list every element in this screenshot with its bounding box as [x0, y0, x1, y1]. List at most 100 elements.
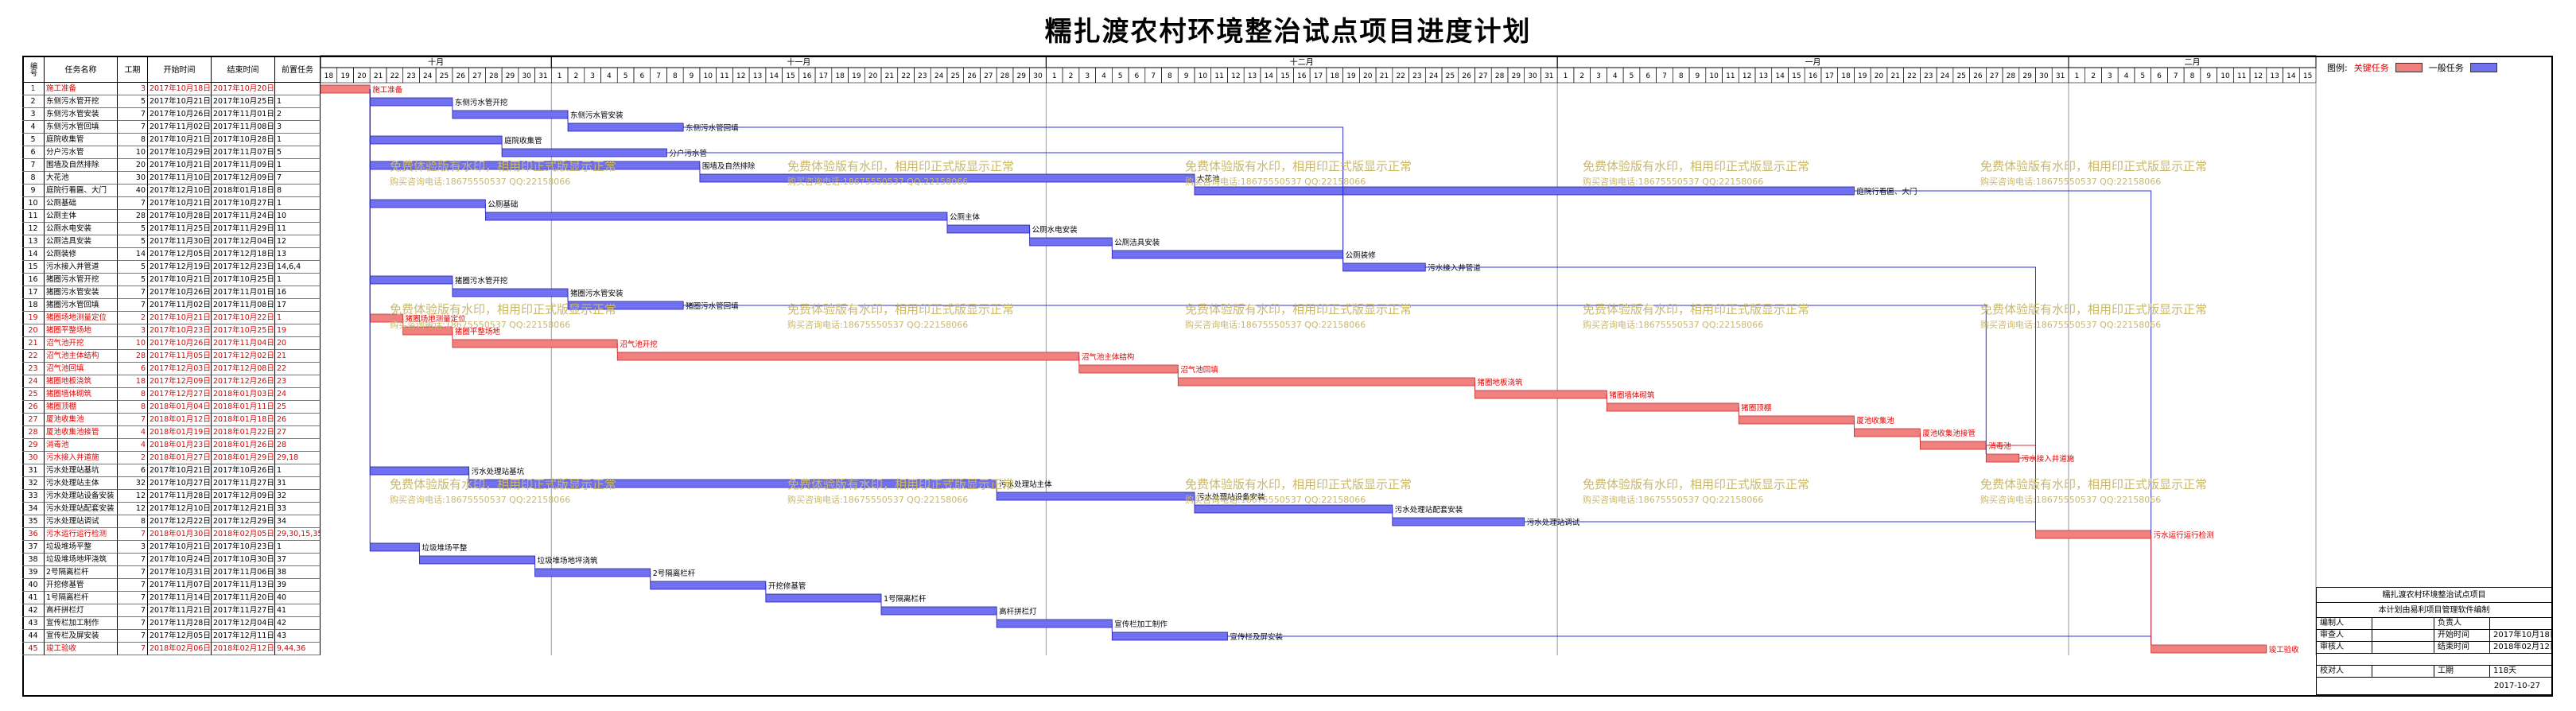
day-label: 30 — [2039, 72, 2049, 80]
task-duration-cell: 28 — [118, 350, 148, 363]
task-name-cell: 分户污水管 — [45, 146, 118, 159]
task-start-cell: 2017年11月28日 — [148, 617, 212, 630]
task-end-cell: 2017年12月08日 — [212, 363, 275, 375]
gantt-bar — [616, 352, 1080, 361]
task-pred-cell: 1 — [275, 197, 321, 210]
task-end-cell: 2018年01月11日 — [212, 401, 275, 414]
gantt-bar-label: 庭院行看匾、大门 — [1856, 187, 1917, 196]
day-label: 11 — [1214, 72, 1223, 80]
watermark-line: 免费体验版有水印，相用印正式版显示正常 — [1185, 302, 1412, 317]
task-pred-cell: 24 — [275, 388, 321, 401]
task-id-cell: 15 — [22, 261, 45, 274]
watermark-text: 免费体验版有水印，相用印正式版显示正常购买咨询电话:18675550537 QQ… — [1583, 477, 1809, 507]
watermark-text: 免费体验版有水印，相用印正式版显示正常购买咨询电话:18675550537 QQ… — [1980, 302, 2207, 332]
day-label: 16 — [802, 72, 812, 80]
task-start-cell: 2017年12月22日 — [148, 515, 212, 528]
day-label: 6 — [2157, 72, 2162, 80]
gantt-bar-label: 污水处理站主体 — [999, 480, 1052, 489]
day-label: 29 — [2022, 72, 2032, 80]
day-label: 4 — [1613, 72, 1618, 80]
task-name-cell: 污水接入井管道 — [45, 261, 118, 274]
task-pred-cell: 3 — [275, 121, 321, 134]
task-id-cell: 27 — [22, 414, 45, 426]
gantt-bar — [1606, 402, 1739, 412]
day-label: 26 — [457, 72, 466, 80]
day-label: 7 — [1662, 72, 1667, 80]
day-label: 18 — [324, 72, 334, 80]
info-cell-k1: 编制人 — [2317, 618, 2372, 630]
gantt-bar-label: 分户污水管 — [669, 149, 707, 158]
day-label: 8 — [2190, 72, 2195, 80]
day-label: 9 — [690, 72, 694, 80]
info-cell-v1 — [2372, 618, 2434, 630]
task-id-cell: 23 — [22, 363, 45, 375]
info-cell-k2: 工期 — [2434, 666, 2490, 678]
task-start-cell: 2017年10月21日 — [148, 197, 212, 210]
gantt-bar — [996, 491, 1195, 501]
task-end-cell: 2018年02月12日 — [212, 643, 275, 655]
task-duration-cell: 10 — [118, 337, 148, 350]
day-label: 3 — [1596, 72, 1601, 80]
task-id-cell: 44 — [22, 630, 45, 643]
page-title: 糯扎渡农村环境整治试点项目进度计划 — [1044, 16, 1532, 48]
task-duration-cell: 18 — [118, 375, 148, 388]
day-label: 20 — [357, 72, 367, 80]
gantt-bar — [650, 581, 767, 590]
task-start-cell: 2017年11月25日 — [148, 223, 212, 235]
day-label: 4 — [1102, 72, 1106, 80]
info-cell-k2: 负责人 — [2434, 618, 2490, 630]
task-start-cell: 2018年01月19日 — [148, 426, 212, 439]
gantt-bar-label: 公厕装修 — [1346, 251, 1377, 260]
day-label: 5 — [1118, 72, 1123, 80]
task-start-cell: 2017年11月30日 — [148, 235, 212, 248]
day-label: 12 — [1231, 72, 1240, 80]
task-end-cell: 2017年12月11日 — [212, 630, 275, 643]
gantt-bar-label: 厦池收集池 — [1856, 416, 1894, 425]
day-label: 6 — [1135, 72, 1140, 80]
task-end-cell: 2017年10月27日 — [212, 197, 275, 210]
gantt-bar — [1111, 631, 1228, 641]
watermark-text: 免费体验版有水印，相用印正式版显示正常购买咨询电话:18675550537 QQ… — [1980, 477, 2207, 507]
gantt-bar-label: 1号隔离栏杆 — [884, 594, 927, 604]
task-name-cell: 猪圈墙体砌筑 — [45, 388, 118, 401]
task-duration-cell: 7 — [118, 121, 148, 134]
task-id-cell: 9 — [22, 185, 45, 197]
gantt-bar — [1177, 377, 1475, 387]
task-id-cell: 18 — [22, 299, 45, 312]
task-end-cell: 2018年01月18日 — [212, 414, 275, 426]
watermark-line: 免费体验版有水印，相用印正式版显示正常 — [1583, 302, 1810, 317]
watermark-line: 免费体验版有水印，相用印正式版显示正常 — [1185, 159, 1412, 173]
task-end-cell: 2017年10月22日 — [212, 312, 275, 324]
gantt-bar-label: 垃圾堆场地坪浇筑 — [538, 556, 599, 565]
task-name-cell: 宣传栏及屏安装 — [45, 630, 118, 643]
task-name-cell: 猪圈顶棚 — [45, 401, 118, 414]
gantt-bar — [1985, 453, 2020, 463]
task-name-cell: 猪圈场地测量定位 — [45, 312, 118, 324]
watermark-line: 购买咨询电话:18675550537 QQ:22158066 — [787, 320, 969, 330]
day-label: 13 — [753, 72, 762, 80]
day-label: 8 — [1168, 72, 1172, 80]
task-pred-cell — [275, 83, 321, 95]
gantt-bar — [452, 288, 569, 297]
task-pred-cell: 8 — [275, 185, 321, 197]
info-cell-v2: 2017年10月18日 — [2490, 630, 2552, 642]
task-id-cell: 29 — [22, 439, 45, 452]
task-duration-cell: 7 — [118, 197, 148, 210]
day-label: 1 — [1564, 72, 1568, 80]
task-duration-cell: 40 — [118, 185, 148, 197]
gantt-bar — [1474, 390, 1607, 399]
legend: 图例: 关键任务 一般任务 — [2316, 57, 2551, 78]
task-duration-cell: 8 — [118, 388, 148, 401]
gantt-bar — [484, 212, 948, 221]
gantt-bar — [369, 275, 453, 285]
task-name-cell: 厦池收集池接管 — [45, 426, 118, 439]
day-label: 26 — [1973, 72, 1983, 80]
task-pred-cell: 1 — [275, 95, 321, 108]
info-software: 本计划由易利项目管理软件编制 — [2317, 603, 2552, 618]
task-name-cell: 公厕基础 — [45, 197, 118, 210]
task-name-cell: 围墙及自然排除 — [45, 159, 118, 172]
day-label: 28 — [489, 72, 499, 80]
task-name-cell: 厦池收集池 — [45, 414, 118, 426]
day-label: 20 — [1363, 72, 1373, 80]
month-label: 二月 — [2184, 58, 2200, 68]
